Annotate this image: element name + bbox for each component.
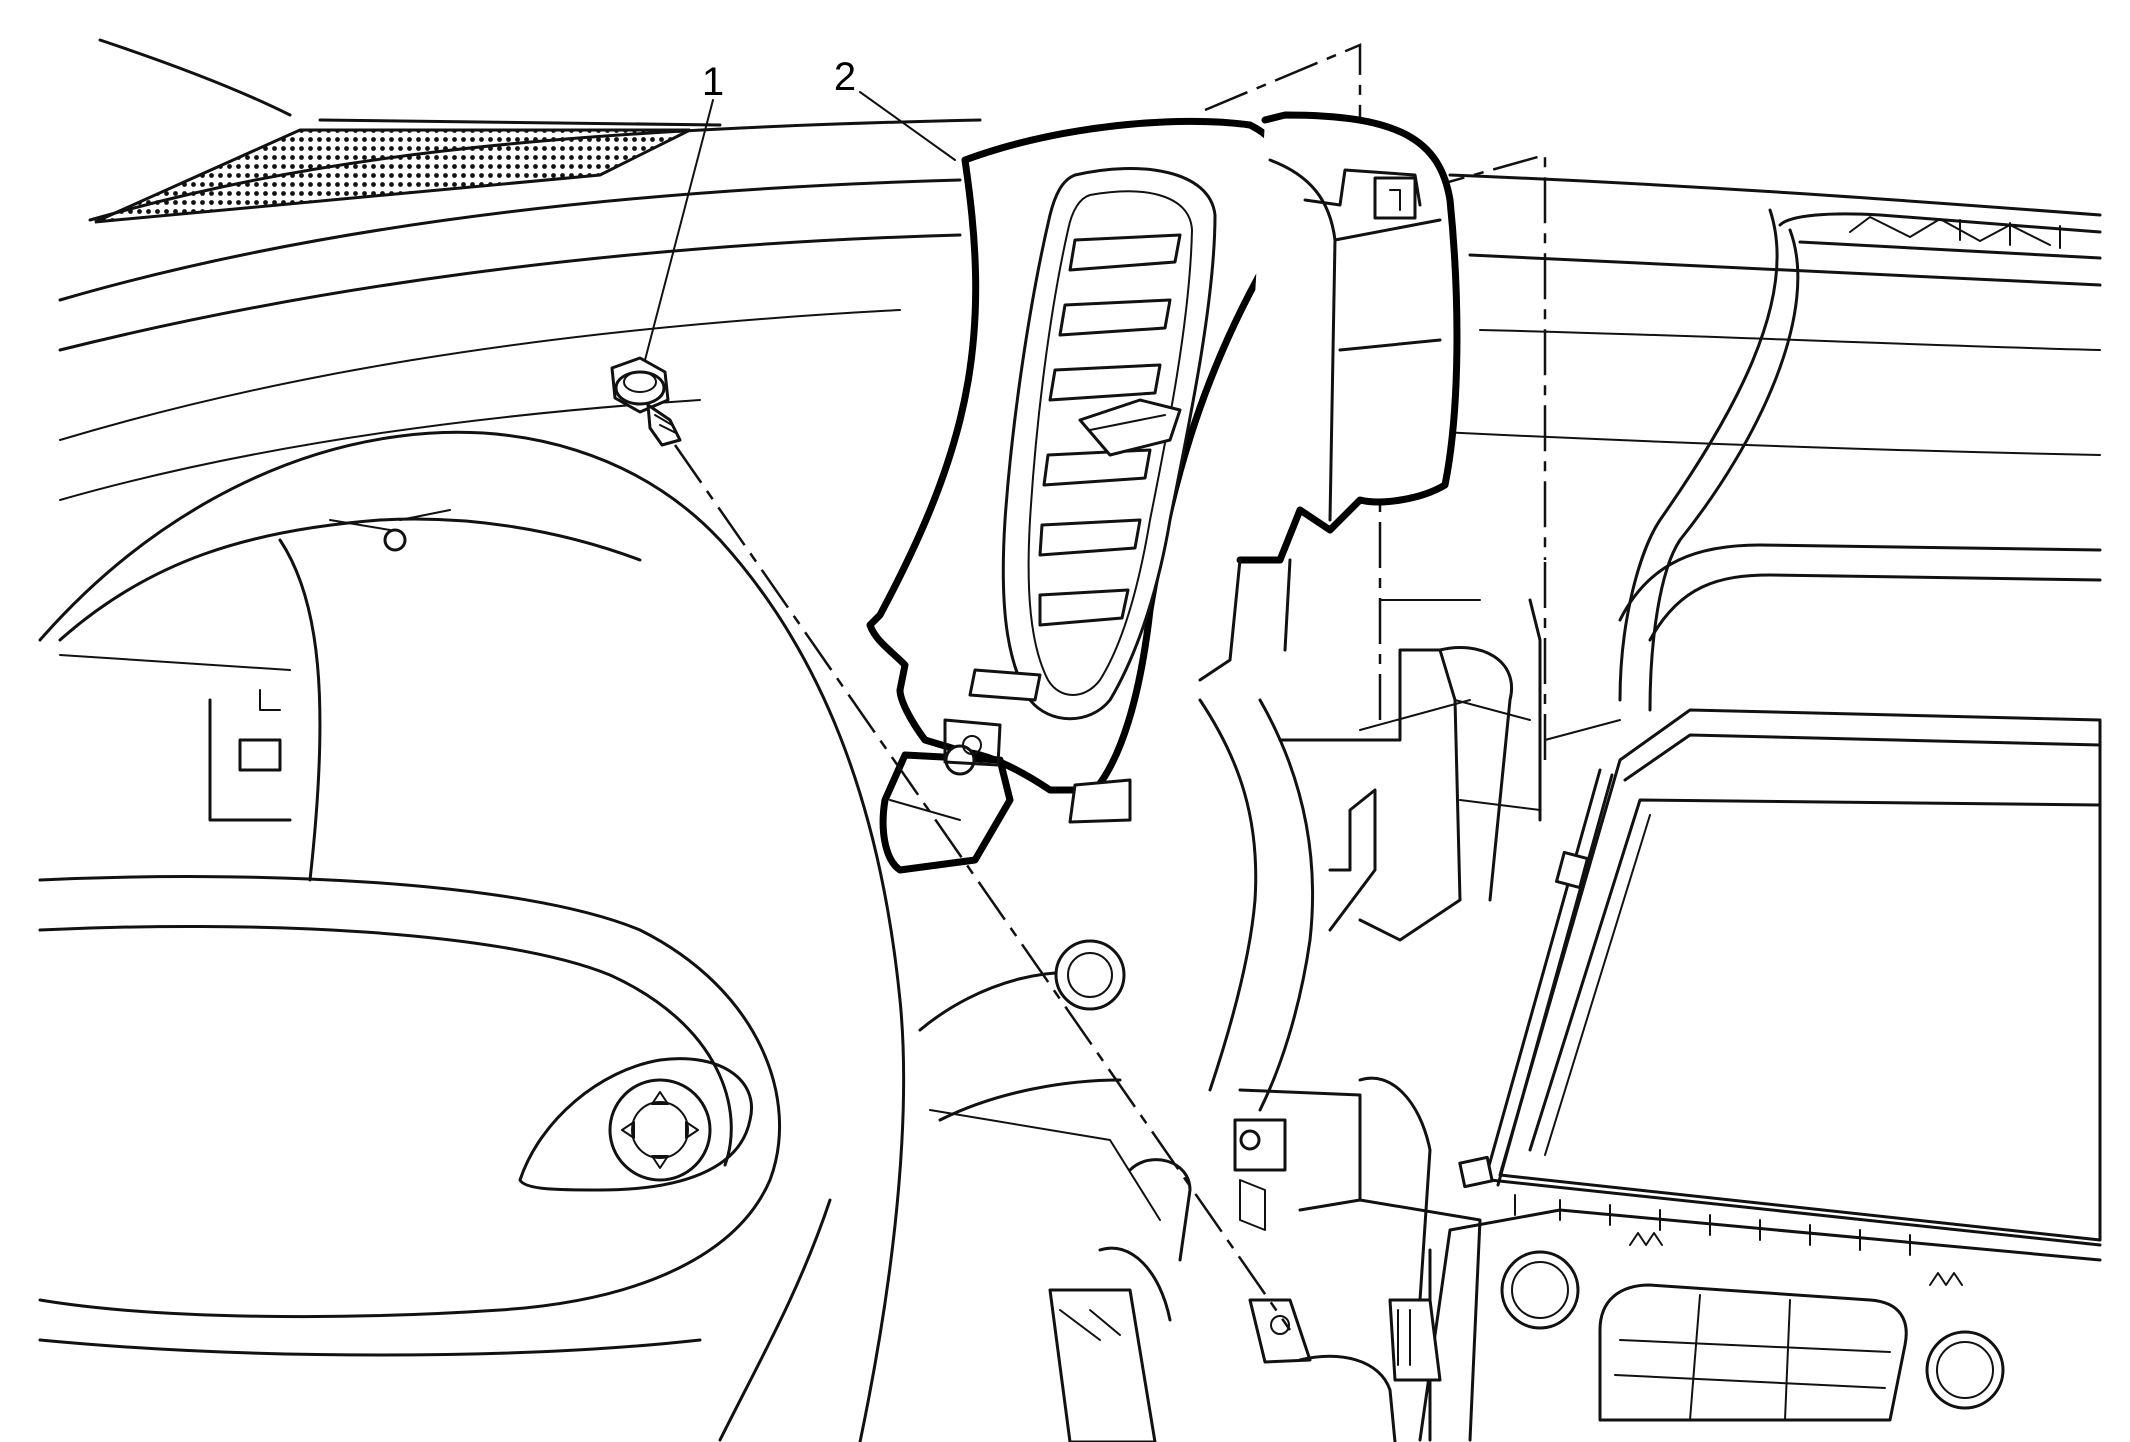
air-vent-icon — [866, 111, 1461, 824]
vent-adjust-tab — [1078, 398, 1182, 457]
bolt-icon — [610, 356, 682, 447]
callout-1: 1 — [702, 60, 724, 104]
steering-column-cover — [918, 939, 1161, 1221]
lower-brackets — [1048, 1158, 1442, 1442]
instrument-cluster-hood — [58, 509, 642, 882]
knee-bolster-bracket — [1198, 698, 1482, 1442]
steering-wheel-control-pad — [518, 1057, 753, 1192]
vent-louvers — [1038, 233, 1182, 627]
screen-harness — [1458, 768, 1614, 1189]
center-display-screen — [1488, 708, 2102, 1256]
center-vent — [1778, 212, 2102, 260]
climate-control-panel — [1418, 1208, 2102, 1442]
air-duct — [1278, 598, 1542, 942]
steering-wheel — [38, 430, 906, 1442]
callout-leaders — [644, 91, 956, 361]
speaker-grille — [94, 118, 722, 224]
center-display-housing — [1618, 208, 2102, 712]
bolt-install-path — [673, 444, 1292, 1331]
callout-2: 2 — [834, 55, 856, 99]
vent-mounting-tab — [879, 718, 1014, 874]
